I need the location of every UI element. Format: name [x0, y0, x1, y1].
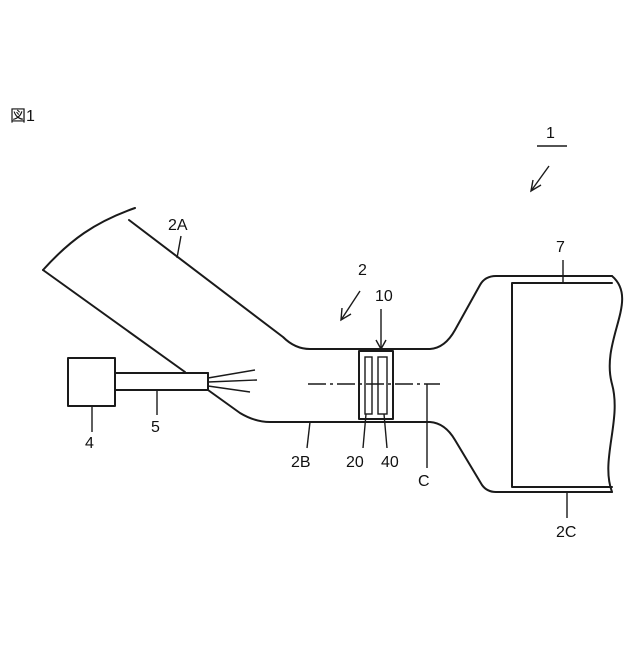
label-device-10: 10: [375, 288, 393, 305]
device-10: [359, 351, 393, 419]
vessel-7: [512, 283, 612, 487]
label-2a: 2A: [168, 217, 188, 234]
device-pointer-arrow: [376, 309, 386, 349]
leader-2a: [177, 236, 181, 258]
element-20: [365, 357, 372, 414]
branch-2b: [208, 390, 612, 492]
label-2c: 2C: [556, 524, 576, 541]
label-element-20: 20: [346, 454, 364, 471]
label-axis-c: C: [418, 473, 430, 490]
element-40: [378, 357, 387, 414]
vessel-break-line: [608, 276, 622, 492]
leader-2b: [307, 422, 310, 448]
label-source-4: 4: [85, 435, 94, 452]
branch-2a: [43, 208, 612, 372]
label-pipe-2: 2: [358, 262, 367, 279]
source-box-4: [68, 358, 115, 406]
cable-5: [115, 370, 257, 392]
system-pointer-arrow: [531, 166, 549, 191]
label-vessel-7: 7: [556, 239, 565, 256]
pipe-pointer-arrow: [341, 291, 360, 320]
label-2b: 2B: [291, 454, 311, 471]
label-system: 1: [546, 125, 555, 142]
label-element-40: 40: [381, 454, 399, 471]
label-cable-5: 5: [151, 419, 160, 436]
figure-label: 図1: [10, 108, 35, 125]
